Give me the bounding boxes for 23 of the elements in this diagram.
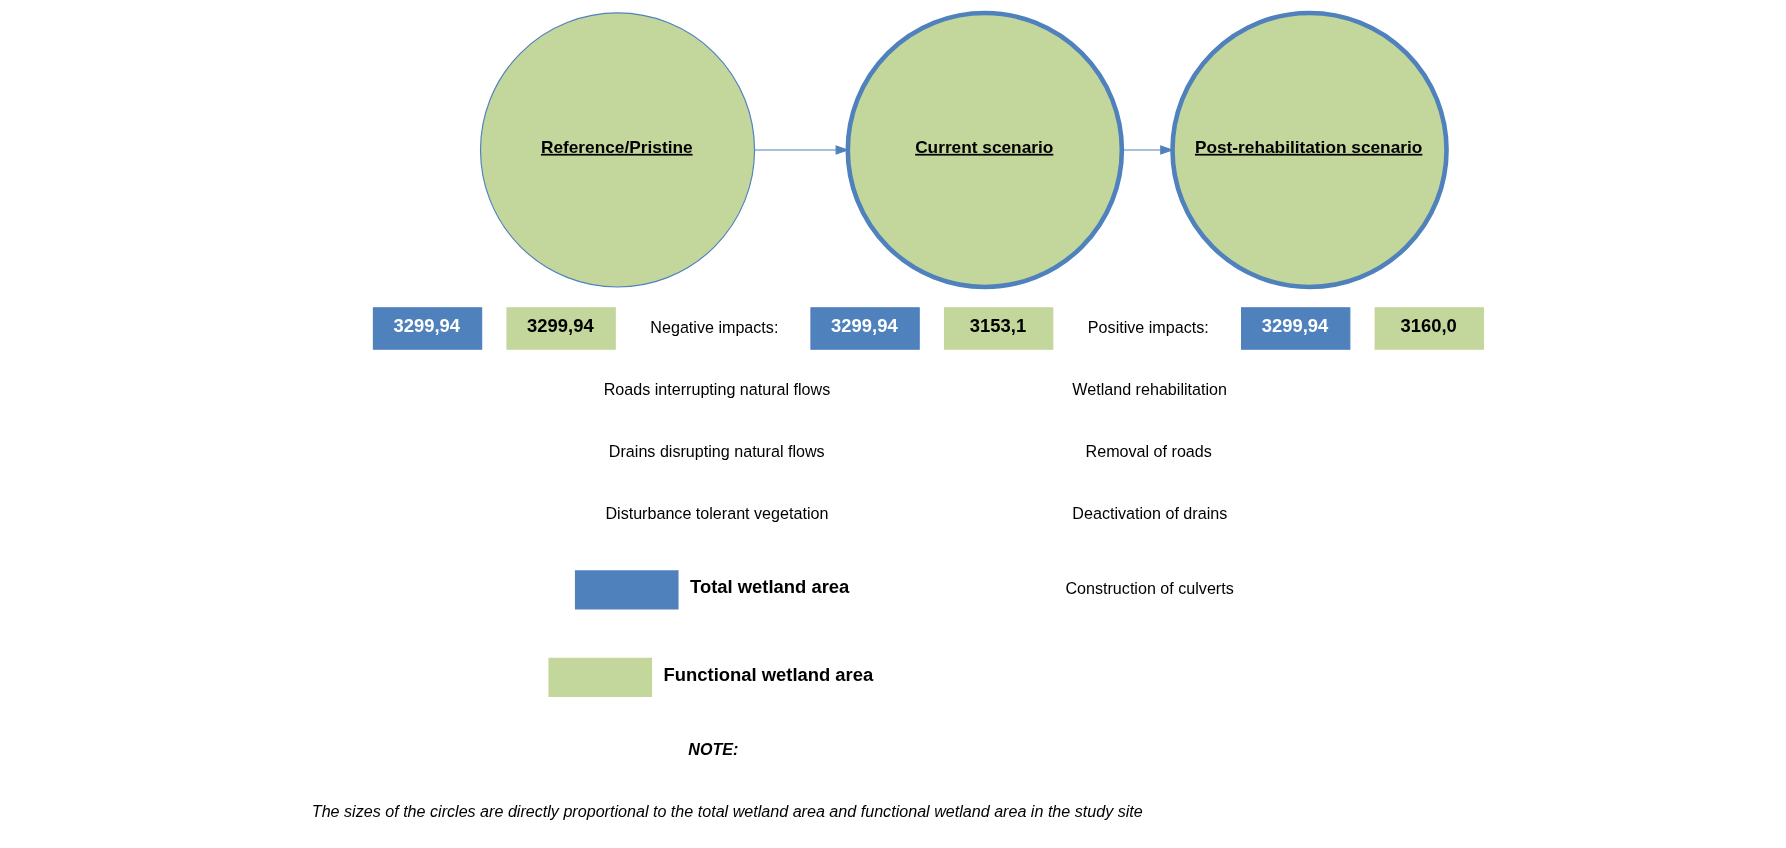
node-box: 3299,94: [810, 307, 920, 350]
label: The sizes of the circles are directly proportional to the total wetland area and functional wetland area in the study site: [311, 802, 1143, 821]
label: Drains disrupting natural flows: [608, 442, 825, 461]
node-box: 3299,94: [372, 307, 483, 350]
label: Deactivation of drains: [1072, 504, 1228, 523]
legend-label: Functional wetland area: [663, 663, 874, 685]
node-box: 3299,94: [506, 307, 616, 350]
node-box: 3299,94: [1241, 307, 1351, 350]
node-box: 3160,0: [1374, 307, 1484, 350]
label: Construction of culverts: [1065, 579, 1234, 598]
label: Removal of roads: [1085, 442, 1212, 461]
node-circle: Post-rehabilitation scenario: [1170, 10, 1449, 290]
node-circle: Reference/Pristine: [479, 12, 756, 288]
label: Roads interrupting natural flows: [603, 379, 831, 398]
legend-label: Total wetland area: [690, 576, 850, 598]
label: Positive impacts:: [1087, 317, 1209, 336]
label: Negative impacts:: [650, 317, 779, 336]
label: NOTE:: [688, 740, 739, 759]
label: Wetland rehabilitation: [1072, 379, 1227, 398]
node-circle: Current scenario: [845, 10, 1125, 290]
label: Disturbance tolerant vegetation: [605, 504, 829, 523]
node-box: 3153,1: [943, 307, 1054, 350]
arrow: [1121, 145, 1174, 155]
